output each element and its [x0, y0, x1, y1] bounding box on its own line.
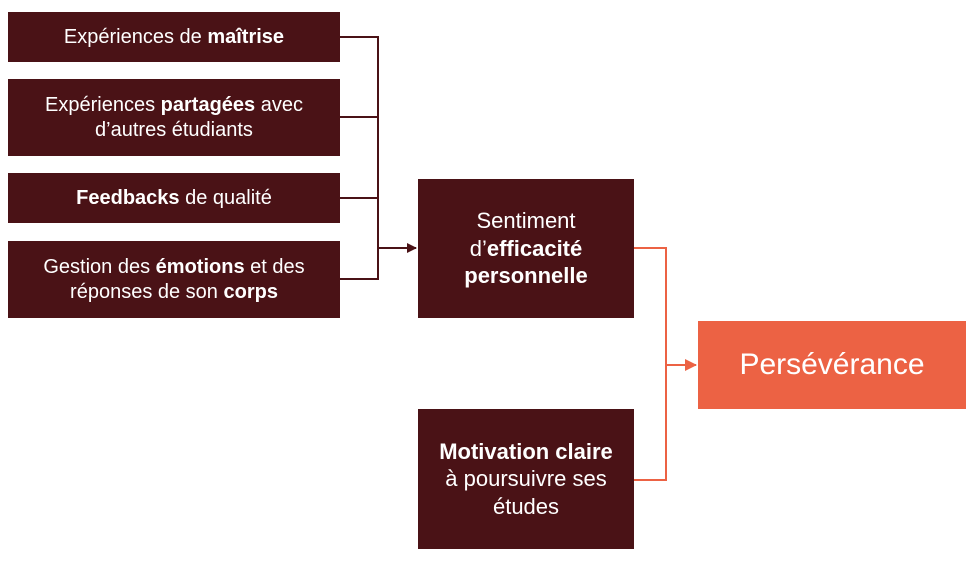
text-run: Sentiment [476, 208, 576, 234]
text-run: avec [255, 93, 303, 116]
text-run: réponses de son [70, 280, 224, 303]
bold-text: Motivation claire [439, 438, 613, 464]
text-run: Expériences de [63, 25, 208, 48]
source-box-mastery: Expériences de maîtrise [8, 12, 340, 62]
bold-text: corps [223, 280, 278, 303]
text-line: Expériences partagées avec [45, 93, 303, 118]
text-line: Expériences de maîtrise [64, 25, 284, 50]
text-run: de qualité [179, 186, 272, 209]
bold-text: maîtrise [207, 25, 285, 48]
text-line: personnelle [464, 262, 587, 290]
source-box-feedback: Feedbacks de qualité [8, 173, 340, 223]
connector-middle-out [634, 247, 667, 481]
text-line: à poursuivre ses [445, 465, 606, 493]
perseverance-box: Persévérance [698, 321, 966, 409]
bold-text: partagées [160, 93, 256, 116]
text-run: à poursuivre ses [445, 466, 607, 492]
text-line: d’efficacité [470, 235, 583, 263]
text-run: d’ [469, 235, 487, 261]
source-connectors [340, 36, 417, 280]
bold-text: Feedbacks [76, 186, 180, 209]
text-line: réponses de son corps [70, 280, 278, 305]
text-run: Gestion des [43, 255, 156, 278]
text-line: d’autres étudiants [95, 118, 253, 143]
bold-text: émotions [155, 255, 245, 278]
text-line: Motivation claire [439, 438, 613, 466]
text-run: études [492, 493, 560, 519]
bold-text: efficacité [486, 235, 583, 261]
outcome-connectors [634, 247, 697, 481]
bold-text: personnelle [464, 263, 588, 289]
text-run: et des [244, 255, 305, 278]
text-line: Feedbacks de qualité [76, 186, 272, 211]
text-run: d’autres étudiants [95, 118, 253, 141]
text-line: Sentiment [476, 207, 575, 235]
text-line: études [493, 493, 559, 521]
text-line: Gestion des émotions et des [43, 255, 304, 280]
text-run: Expériences [45, 93, 161, 116]
perseverance-label: Persévérance [739, 348, 925, 382]
